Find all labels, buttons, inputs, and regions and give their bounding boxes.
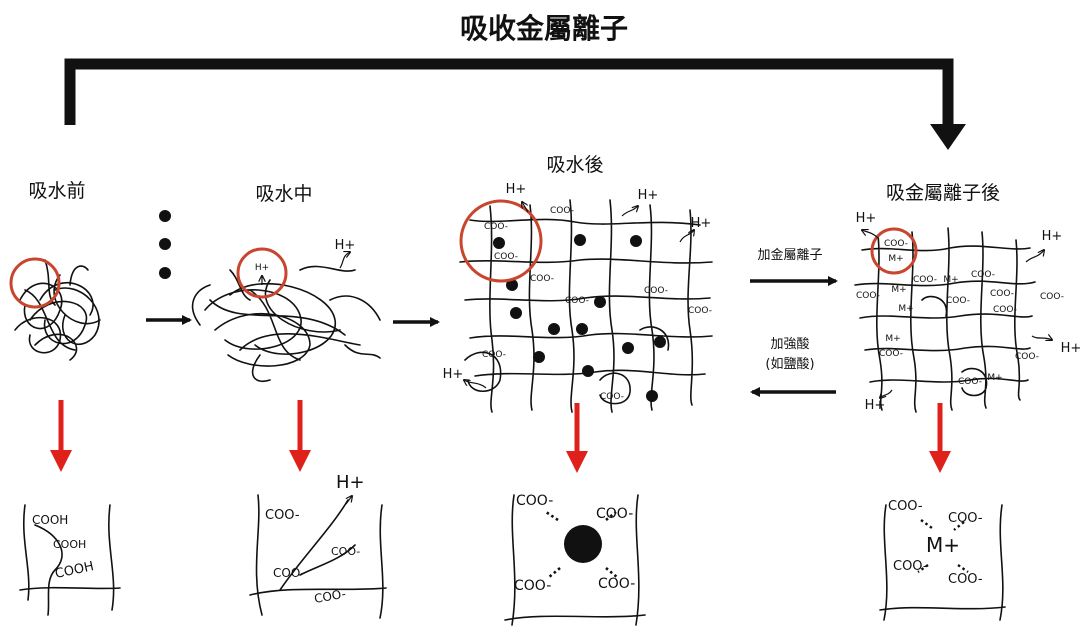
site-label: COO- (644, 286, 668, 296)
detail-group: COO- (598, 576, 635, 592)
ion-label-after: H+ (638, 188, 659, 203)
site-label: COO- (913, 275, 937, 285)
detail-metal (879, 504, 1006, 621)
stage-label-after: 吸水後 (546, 154, 603, 176)
detail-group: COO- (948, 572, 983, 587)
ion-label-metal: H+ (1061, 341, 1082, 356)
reverse-reaction-example: (如鹽酸) (765, 356, 814, 372)
site-label: M+ (885, 334, 900, 344)
detail-group: COO- (893, 559, 928, 574)
reverse-reaction-label: 加強酸 (770, 337, 809, 352)
site-label: COO- (1015, 352, 1039, 362)
site-label: COO- (1040, 292, 1064, 302)
detail-group: COO- (265, 508, 300, 523)
detail-group: COO- (313, 587, 347, 606)
site-label: COO- (482, 350, 506, 360)
site-label: M+ (888, 254, 903, 264)
magnify-ring-after (459, 199, 543, 283)
ion-label-after: H+ (506, 182, 527, 197)
ion-label-metal: H+ (856, 211, 877, 226)
site-label: COO- (688, 306, 712, 316)
detail-group: COO- (273, 566, 305, 580)
stage-label-metal: 吸金屬離子後 (886, 182, 1000, 204)
stage-label-before: 吸水前 (28, 180, 85, 202)
magnify-ring-during (236, 247, 288, 299)
ion-label-after: H+ (443, 367, 464, 382)
ion-label-during: H+ (335, 238, 356, 253)
ellipsis-dots (159, 210, 171, 279)
metal-ion-label: M+ (926, 533, 960, 557)
ion-label-metal: H+ (865, 398, 886, 413)
magnify-ring-metal (870, 227, 918, 275)
site-label: M+ (943, 275, 958, 285)
site-label: COO- (884, 239, 908, 249)
detail-group: COOH (53, 538, 86, 551)
polymer-before (14, 259, 101, 361)
detail-after (504, 494, 646, 626)
detail-ion: H+ (336, 472, 365, 493)
site-label: M+ (987, 373, 1002, 383)
detail-during (249, 494, 387, 619)
site-label: COO- (879, 349, 903, 359)
site-label: COO- (494, 252, 518, 262)
site-label: M+ (891, 285, 906, 295)
detail-group: COO- (596, 506, 633, 522)
polymer-during (191, 265, 381, 382)
ion-label-metal: H+ (1042, 229, 1063, 244)
site-label: COO- (993, 305, 1017, 315)
site-label: COO- (990, 289, 1014, 299)
network-after (459, 199, 713, 413)
carboxylate-sites-after (493, 234, 666, 402)
stage-label-during: 吸水中 (255, 183, 312, 205)
site-label: COO- (971, 270, 995, 280)
site-label: COO- (530, 274, 554, 284)
site-label: COO- (856, 291, 880, 301)
site-label: COO- (550, 206, 574, 216)
absorb-metal-bracket-arrow (64, 58, 966, 150)
detail-group: COOH (32, 513, 68, 527)
cation-site (564, 525, 602, 563)
site-label: COO- (565, 296, 589, 306)
detail-group: COO- (514, 578, 551, 594)
diagram-title: 吸收金屬離子 (460, 12, 628, 45)
site-label: COO- (946, 296, 970, 306)
site-label: COO- (958, 377, 982, 387)
forward-reaction-label: 加金屬離子 (757, 247, 822, 263)
site-label: M+ (898, 304, 913, 314)
detail-group: COO- (888, 499, 923, 514)
detail-group: COO- (331, 545, 360, 558)
detail-before (19, 504, 121, 616)
detail-group: COO- (516, 493, 553, 509)
site-label: COO- (600, 392, 624, 402)
site-label: COO- (484, 222, 508, 232)
ring-ion-during: H+ (255, 263, 269, 273)
ion-label-after: H+ (691, 216, 712, 231)
detail-group: COO- (948, 511, 983, 526)
network-metal (854, 227, 1036, 413)
magnify-ring-before (9, 257, 61, 309)
